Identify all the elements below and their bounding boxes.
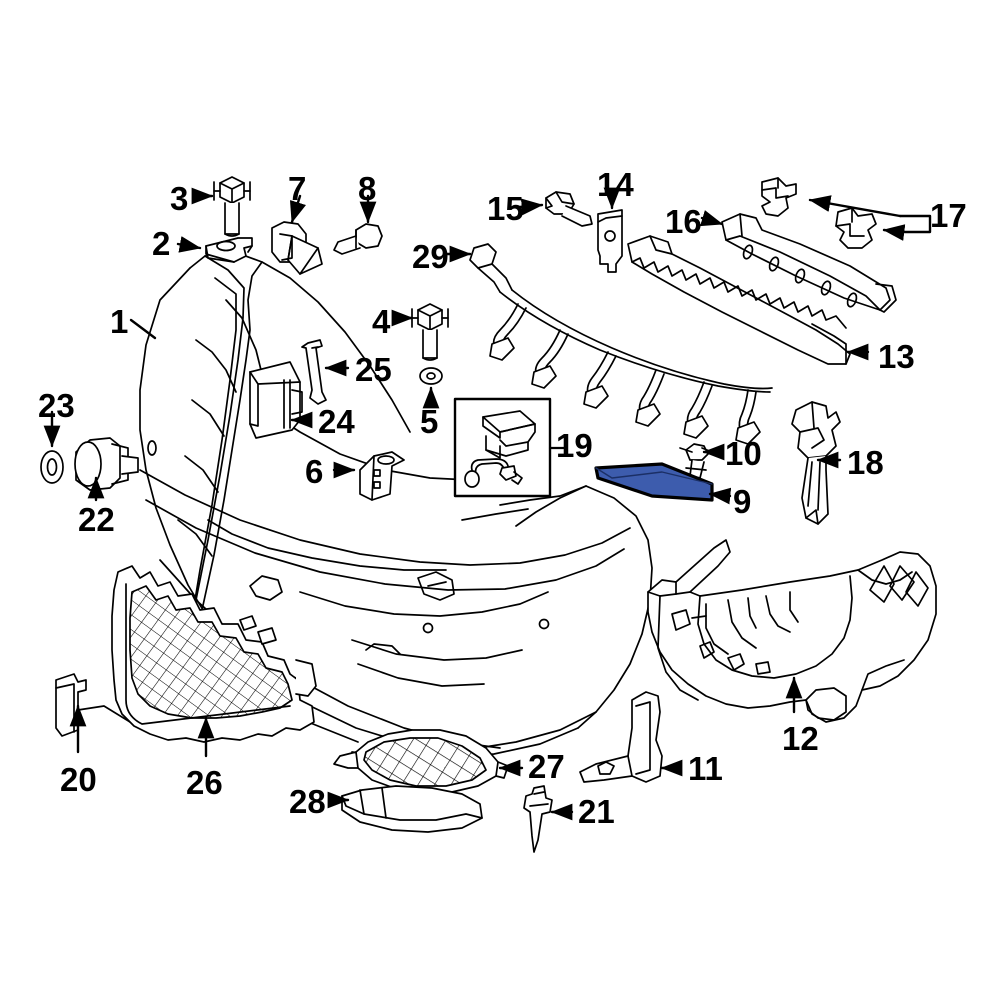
part-4-hex-bolt xyxy=(411,303,449,361)
callout-25[interactable]: 25 xyxy=(355,351,392,388)
part-5-washer xyxy=(419,367,443,385)
callout-28[interactable]: 28 xyxy=(289,783,326,820)
part-15-bolt-pin xyxy=(545,191,593,227)
callout-14[interactable]: 14 xyxy=(597,166,634,203)
part-19-detail-box xyxy=(453,397,568,498)
callout-7[interactable]: 7 xyxy=(288,170,307,207)
callout-1[interactable]: 1 xyxy=(110,303,129,340)
part-23-seal-ring xyxy=(40,450,64,484)
part-26-mesh-grille xyxy=(111,565,317,743)
callout-12[interactable]: 12 xyxy=(782,720,819,757)
callout-24[interactable]: 24 xyxy=(318,403,355,440)
part-12-support-frame xyxy=(647,539,937,723)
callout-11[interactable]: 11 xyxy=(688,750,723,787)
callout-22[interactable]: 22 xyxy=(78,501,115,538)
part-24-control-module xyxy=(249,361,303,439)
part-28-spoiler-trim xyxy=(341,785,483,833)
callout-8[interactable]: 8 xyxy=(358,170,377,207)
part-17-bracket-lower xyxy=(835,207,877,249)
part-10-push-rivet xyxy=(679,443,713,479)
part-21-expansion-rivet xyxy=(523,785,553,853)
part-8-stud-pin xyxy=(333,223,383,255)
callout-20[interactable]: 20 xyxy=(60,761,97,798)
part-29-wiring-harness xyxy=(469,243,773,445)
part-14-mounting-tab xyxy=(597,209,623,273)
callout-10[interactable]: 10 xyxy=(725,435,762,472)
callout-3[interactable]: 3 xyxy=(170,180,189,217)
leader-lines xyxy=(43,187,932,821)
callout-15[interactable]: 15 xyxy=(487,190,524,227)
callout-9[interactable]: 9 xyxy=(733,483,752,520)
part-6-mounting-bracket xyxy=(359,451,405,501)
callout-17[interactable]: 17 xyxy=(930,197,967,234)
callout-16[interactable]: 16 xyxy=(665,203,702,240)
part-17-bracket-upper xyxy=(761,177,797,217)
part-7-retainer-clip xyxy=(271,221,323,275)
part-25-support-rod xyxy=(301,339,327,405)
part-18-side-support xyxy=(791,401,841,525)
callout-23[interactable]: 23 xyxy=(38,387,75,424)
callout-4[interactable]: 4 xyxy=(372,303,391,340)
part-16-reinforcement-beam xyxy=(721,213,897,313)
callout-18[interactable]: 18 xyxy=(847,444,884,481)
callout-19[interactable]: 19 xyxy=(556,427,593,464)
callout-6[interactable]: 6 xyxy=(305,453,324,490)
part-3-hex-bolt xyxy=(213,176,251,237)
callout-2[interactable]: 2 xyxy=(152,225,171,262)
callout-29[interactable]: 29 xyxy=(412,238,449,275)
callout-5[interactable]: 5 xyxy=(420,403,439,440)
callout-27[interactable]: 27 xyxy=(528,748,565,785)
part-1-bumper-cover xyxy=(139,253,653,760)
callout-26[interactable]: 26 xyxy=(186,764,223,801)
part-13-impact-absorber xyxy=(627,235,851,365)
part-27-fog-mesh xyxy=(333,729,509,793)
callout-13[interactable]: 13 xyxy=(878,338,915,375)
part-11-air-deflector xyxy=(579,691,663,783)
part-2-clip-nut-plate xyxy=(205,237,253,263)
part-22-parking-sensor xyxy=(74,437,139,491)
callout-21[interactable]: 21 xyxy=(578,793,615,830)
